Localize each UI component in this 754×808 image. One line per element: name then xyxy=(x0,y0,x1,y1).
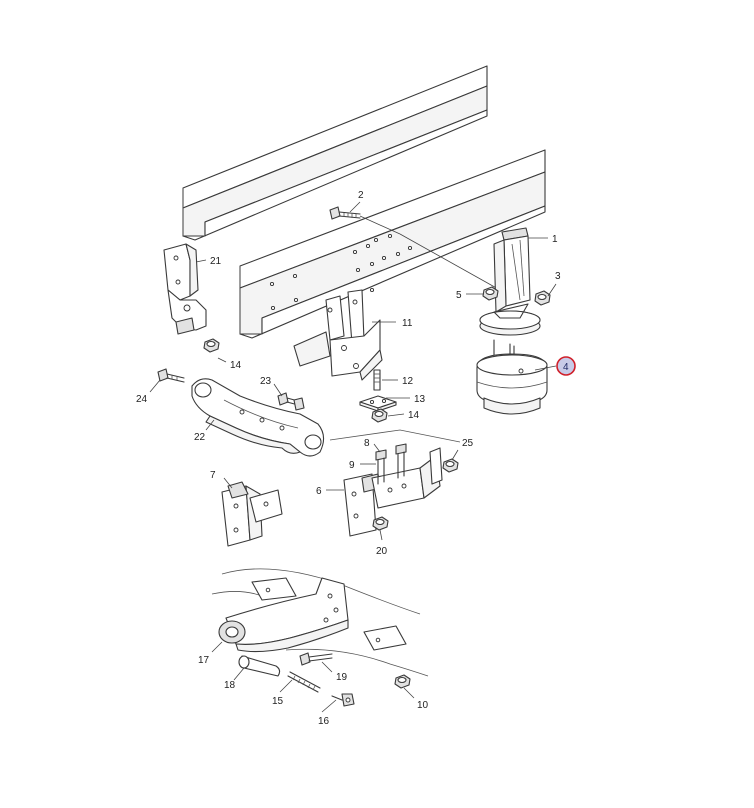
callout-12: 12 xyxy=(402,376,414,387)
part-4-air-bellows xyxy=(476,339,548,415)
part-25-nut xyxy=(442,458,459,473)
callout-5: 5 xyxy=(456,290,462,301)
callout-14-upper: 14 xyxy=(230,360,242,371)
callout-21: 21 xyxy=(210,256,222,267)
callout-15: 15 xyxy=(272,696,284,707)
callout-4-highlighted[interactable]: 4 xyxy=(556,356,576,376)
part-24-bolt xyxy=(157,368,185,383)
callout-23: 23 xyxy=(260,376,272,387)
leader-lines xyxy=(149,201,557,713)
callout-14-lower: 14 xyxy=(408,410,420,421)
callout-6: 6 xyxy=(316,486,322,497)
part-11-crossmember-bracket xyxy=(293,289,383,381)
callout-3: 3 xyxy=(555,271,561,282)
callout-4-highlight-ring xyxy=(556,356,576,376)
callout-17: 17 xyxy=(198,655,210,666)
part-10-nut xyxy=(394,674,411,689)
frame-rail-lower xyxy=(239,149,546,339)
callout-11: 11 xyxy=(402,318,413,329)
part-5-nut xyxy=(482,286,499,301)
part-7-bracket xyxy=(221,481,283,547)
part-2-bolt xyxy=(329,206,501,291)
part-16-sensor xyxy=(331,693,355,707)
callout-4: 4 xyxy=(563,362,569,373)
callout-13: 13 xyxy=(414,394,426,405)
part-20-nut xyxy=(372,516,389,531)
part-3-nut xyxy=(534,290,551,306)
part-14-nut-lower xyxy=(371,408,388,423)
callout-2: 2 xyxy=(358,190,364,201)
part-1-air-spring-bracket xyxy=(479,227,541,336)
callout-19: 19 xyxy=(336,672,348,683)
part-18-bushing xyxy=(238,655,281,677)
part-14-nut-upper xyxy=(203,338,220,353)
callout-16: 16 xyxy=(318,716,330,727)
part-8-bolt xyxy=(395,443,407,479)
part-9-bolt xyxy=(375,449,387,485)
callout-7: 7 xyxy=(210,470,216,481)
part-6-mount-bracket xyxy=(329,429,461,537)
callout-25: 25 xyxy=(462,438,474,449)
callout-8: 8 xyxy=(364,438,370,449)
callout-10: 10 xyxy=(417,700,429,711)
part-22-torque-arm xyxy=(191,378,325,457)
callout-1: 1 xyxy=(552,234,558,245)
callout-20: 20 xyxy=(376,546,388,557)
part-21-hanger-bracket xyxy=(163,243,207,335)
part-12-stud xyxy=(373,369,381,391)
frame-rail-upper xyxy=(182,65,488,241)
lower-axle-assembly xyxy=(211,568,429,677)
callout-24: 24 xyxy=(136,394,148,405)
callout-22: 22 xyxy=(194,432,206,443)
part-19-bolt xyxy=(299,652,333,666)
callout-9: 9 xyxy=(349,460,355,471)
callout-labels: 1 2 3 4 5 6 7 8 9 10 11 12 13 14 14 15 1… xyxy=(136,190,576,727)
callout-18: 18 xyxy=(224,680,236,691)
part-23-bolt xyxy=(277,392,305,411)
part-15-threaded-rod xyxy=(287,671,321,693)
